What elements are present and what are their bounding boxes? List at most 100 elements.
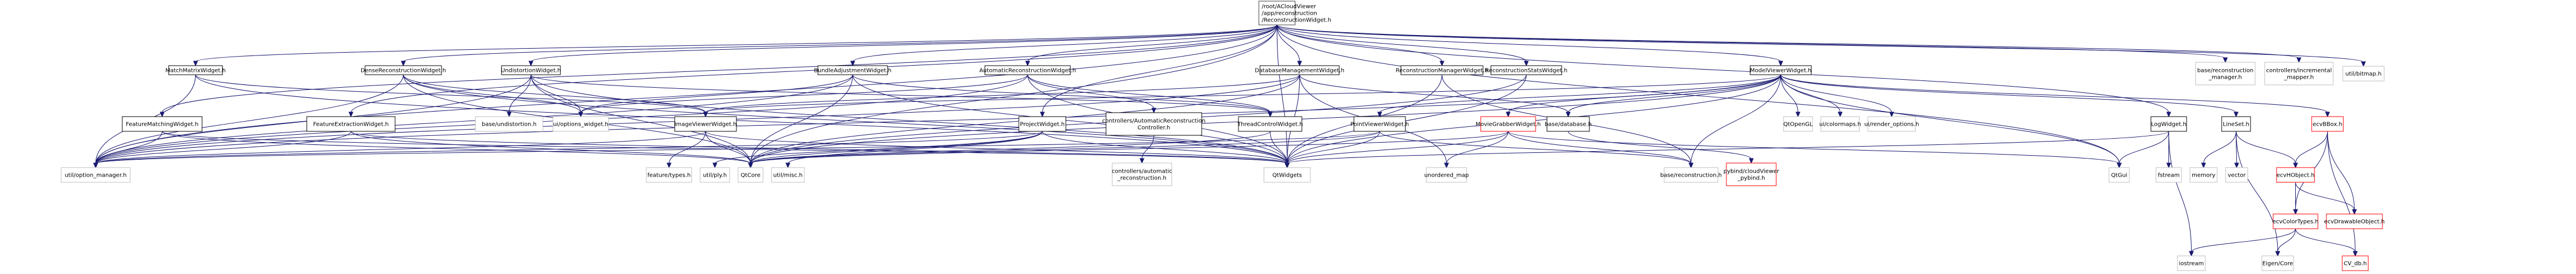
node-box [2195, 62, 2256, 85]
node-automatic-reconstruction: controllers/automatic_reconstruction.h [1112, 162, 1172, 186]
edge-arrowhead-vector [2234, 162, 2239, 169]
node-match-matrix-widget[interactable]: MatchMatrixWidget.h [165, 65, 226, 75]
node-auto-recon-controller[interactable]: controllers/AutomaticReconstructionContr… [1102, 112, 1206, 136]
node-box [1867, 116, 1916, 132]
node-box [817, 65, 888, 75]
node-model-viewer-widget[interactable]: ModelViewerWidget.h [1750, 65, 1812, 75]
node-label: feature/types.h [648, 173, 691, 179]
node-box [700, 167, 730, 183]
node-box [2342, 255, 2369, 271]
node-pybind: pybind/cloudViewer_pybind.h [1724, 162, 1780, 186]
edge-movie-grabber-widget-to-qt-core [750, 131, 1508, 164]
edge-arrowhead-thread-control-widget [1267, 112, 1273, 118]
node-label: controllers/AutomaticReconstruction [1102, 118, 1205, 125]
edge-reconstruction-stats-widget-to-qt-widgets [1287, 74, 1527, 164]
node-box [1546, 116, 1590, 132]
node-label: FeatureMatchingWidget.h [126, 122, 199, 128]
node-label: QtGui [2111, 173, 2128, 179]
edge-arrowhead-line-set [2234, 112, 2239, 118]
edge-line-set-to-eigen-core [2236, 131, 2278, 252]
node-label: ThreadControlWidget.h [1237, 122, 1303, 128]
edge-arrowhead-qt-widgets [1284, 162, 1290, 169]
node-label: util/misc.h [773, 173, 803, 179]
edge-line-set-to-memory [2203, 131, 2236, 164]
node-ply: util/ply.h [700, 167, 730, 183]
edge-root-to-qt-gui [1276, 24, 2120, 164]
node-ecv-hobject: ecvHObject.h [2276, 167, 2315, 183]
edge-arrowhead-image-viewer-widget [703, 112, 708, 118]
node-box [2189, 167, 2218, 183]
edge-image-viewer-widget-to-feature-types [668, 131, 706, 164]
node-label: util/option_manager.h [65, 173, 126, 179]
edge-root-to-option-manager [95, 24, 1278, 164]
edge-root-to-log-widget [1276, 24, 2169, 113]
edge-model-viewer-widget-to-image-viewer-widget [705, 74, 1781, 113]
edge-arrowhead-ecv-drawable-object [2352, 209, 2357, 215]
node-box [168, 65, 223, 75]
node-colormaps: ui/colormaps.h [1819, 116, 1861, 132]
edge-arrowhead-qt-gui [2116, 162, 2122, 169]
node-database[interactable]: base/database.h [1545, 116, 1592, 132]
edge-root-to-dense-reconstruction-widget [403, 24, 1278, 62]
edge-project-widget-to-ply [714, 131, 1043, 164]
node-feature-types: feature/types.h [646, 167, 692, 183]
node-dense-reconstruction-widget[interactable]: DenseReconstructionWidget.h [361, 65, 446, 75]
node-automatic-reconstruction-widget[interactable]: AutomaticReconstructionWidget.h [979, 65, 1076, 75]
edge-database-to-pybind [1568, 131, 1752, 160]
edge-root-to-reconstruction-manager [1276, 24, 2226, 59]
node-label: /ReconstructionWidget.h [1262, 18, 1331, 24]
node-thread-control-widget[interactable]: ThreadControlWidget.h [1237, 116, 1303, 132]
node-box [1018, 116, 1066, 132]
node-option-manager: util/option_manager.h [61, 167, 131, 183]
edge-feature-extraction-widget-to-option-manager [95, 131, 352, 164]
edge-arrowhead-match-matrix-widget [193, 61, 198, 67]
node-base-reconstruction: base/reconstruction.h [1660, 167, 1722, 183]
edge-feature-matching-widget-to-qt-core [162, 131, 751, 164]
edge-arrowhead-auto-recon-controller [1151, 108, 1156, 114]
edge-database-management-widget-to-database [1299, 74, 1568, 113]
edge-arrowhead-undistortion [507, 112, 512, 118]
node-box [1353, 116, 1406, 132]
node-feature-matching-widget[interactable]: FeatureMatchingWidget.h [122, 116, 203, 132]
node-ecv-color-types: ecvColorTypes.h [2273, 213, 2318, 229]
edge-log-widget-to-iostream [2168, 131, 2192, 252]
node-box [2273, 213, 2318, 229]
edge-database-management-widget-to-image-viewer-widget [705, 74, 1300, 113]
edge-point-viewer-widget-to-base-reconstruction [1379, 131, 1691, 164]
node-box [2225, 167, 2248, 183]
edge-arrowhead-automatic-reconstruction-widget [1025, 61, 1030, 67]
node-feature-extraction-widget[interactable]: FeatureExtractionWidget.h [306, 116, 396, 132]
node-label: DatabaseManagementWidget.h [1255, 68, 1344, 74]
node-label: ui/options_widget.h [553, 122, 608, 128]
node-image-viewer-widget[interactable]: ImageViewerWidget.h [674, 116, 737, 132]
edge-arrowhead-options-widget [578, 112, 584, 118]
node-label: ui/colormaps.h [1819, 122, 1861, 128]
node-project-widget[interactable]: ProjectWidget.h [1018, 116, 1066, 132]
node-reconstruction-manager-widget[interactable]: ReconstructionManagerWidget.h [1396, 65, 1488, 75]
node-reconstruction-stats-widget[interactable]: ReconstructionStatsWidget.h [1485, 65, 1567, 75]
node-label: pybind/cloudViewer [1724, 169, 1780, 175]
edge-feature-extraction-widget-to-qt-widgets [350, 131, 1288, 164]
node-label: MovieGrabberWidget.h [1476, 122, 1541, 128]
node-iostream: iostream [2177, 255, 2206, 271]
node-label: Eigen/Core [2262, 261, 2293, 267]
node-box [122, 116, 203, 132]
edge-bundle-adjustment-widget-to-options-widget [580, 74, 853, 113]
node-undistortion-widget[interactable]: UndistortionWidget.h [501, 65, 561, 75]
edge-dense-reconstruction-widget-to-qt-widgets [403, 74, 1288, 164]
edge-ecv-color-types-to-iostream [2191, 228, 2296, 252]
node-bundle-adjustment-widget[interactable]: BundleAdjustmentWidget.h [814, 65, 891, 75]
node-log-widget[interactable]: LogWidget.h [2150, 116, 2187, 132]
node-label: AutomaticReconstructionWidget.h [979, 68, 1076, 74]
edge-model-viewer-widget-to-qt-gui [1780, 74, 2120, 164]
edge-arrowhead-ply [712, 162, 718, 169]
node-point-viewer-widget[interactable]: PointViewerWidget.h [1351, 116, 1409, 132]
node-box [2177, 255, 2206, 271]
edge-movie-grabber-widget-to-unordered-map [1446, 131, 1508, 164]
node-box [1259, 65, 1340, 75]
edge-undistortion-widget-to-thread-control-widget [530, 74, 1271, 113]
node-database-management-widget[interactable]: DatabaseManagementWidget.h [1255, 65, 1344, 75]
edge-automatic-reconstruction-widget-to-options-widget [580, 74, 1028, 113]
node-line-set[interactable]: LineSet.h [2221, 116, 2251, 132]
